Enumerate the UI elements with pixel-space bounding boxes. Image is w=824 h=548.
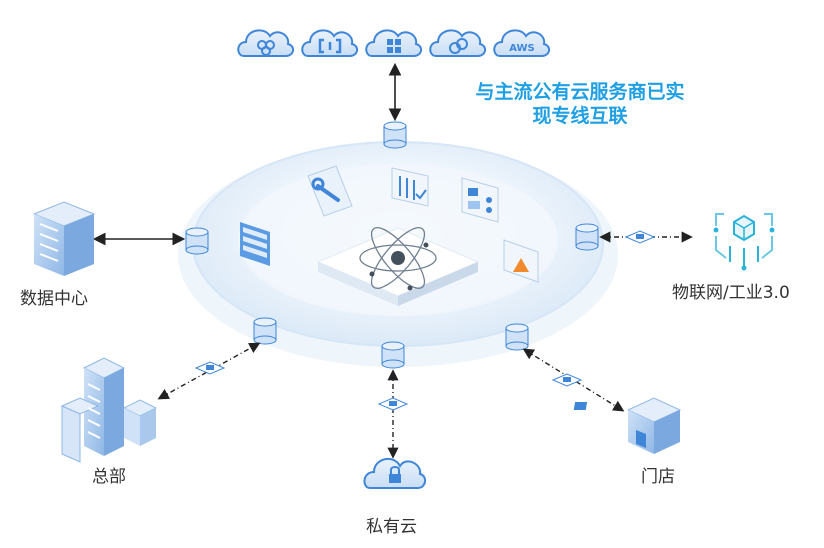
app-tile-alert-icon (503, 239, 539, 283)
label-private-cloud: 私有云 (366, 517, 417, 537)
private-cloud-icon (363, 457, 426, 489)
public-cloud-4 (429, 29, 486, 57)
app-tile-grid-icon (240, 222, 270, 266)
cloud-brackets-icon (318, 38, 342, 54)
cloud-aws-icon: AWS (509, 43, 535, 54)
gateway-node-right (575, 223, 599, 251)
label-store: 门店 (641, 467, 675, 487)
label-iot: 物联网/工业3.0 (672, 283, 790, 303)
public-cloud-2 (301, 29, 358, 57)
gateway-node-left (185, 227, 209, 255)
public-cloud-3 (365, 29, 422, 57)
router-chip-headquarters (194, 361, 226, 375)
cloud-windows-icon (387, 39, 401, 53)
router-chip-iot (624, 230, 656, 244)
public-cloud-1 (237, 29, 294, 57)
gateway-node-top (383, 121, 407, 149)
app-tile-wrench-icon (307, 165, 353, 217)
data-center-icon (32, 201, 96, 276)
headline-line-1: 与主流公有云服务商已实 (475, 81, 685, 103)
headquarters-icon (60, 357, 158, 463)
app-tile-dashboard-icon (461, 177, 499, 223)
gateway-node-bottom-right (505, 323, 529, 351)
cloud-circles-icon (449, 38, 468, 54)
public-cloud-5: AWS (493, 29, 550, 57)
cloud-rings-icon (257, 40, 275, 56)
headline: 与主流公有云服务商已实 现专线互联 (452, 80, 708, 128)
label-data-center: 数据中心 (20, 289, 88, 309)
router-chip-store (551, 373, 583, 387)
store-icon (573, 397, 682, 454)
app-tile-settings-icon (391, 167, 429, 207)
lock-icon (389, 466, 401, 483)
core-platform-icon (316, 227, 480, 306)
headline-line-2: 现专线互联 (532, 105, 628, 127)
router-chip-private-cloud (377, 397, 409, 411)
iot-chip-icon (713, 213, 775, 271)
gateway-node-bottom (381, 341, 405, 369)
gateway-node-bottom-left (253, 317, 277, 345)
label-headquarters: 总部 (92, 467, 126, 487)
